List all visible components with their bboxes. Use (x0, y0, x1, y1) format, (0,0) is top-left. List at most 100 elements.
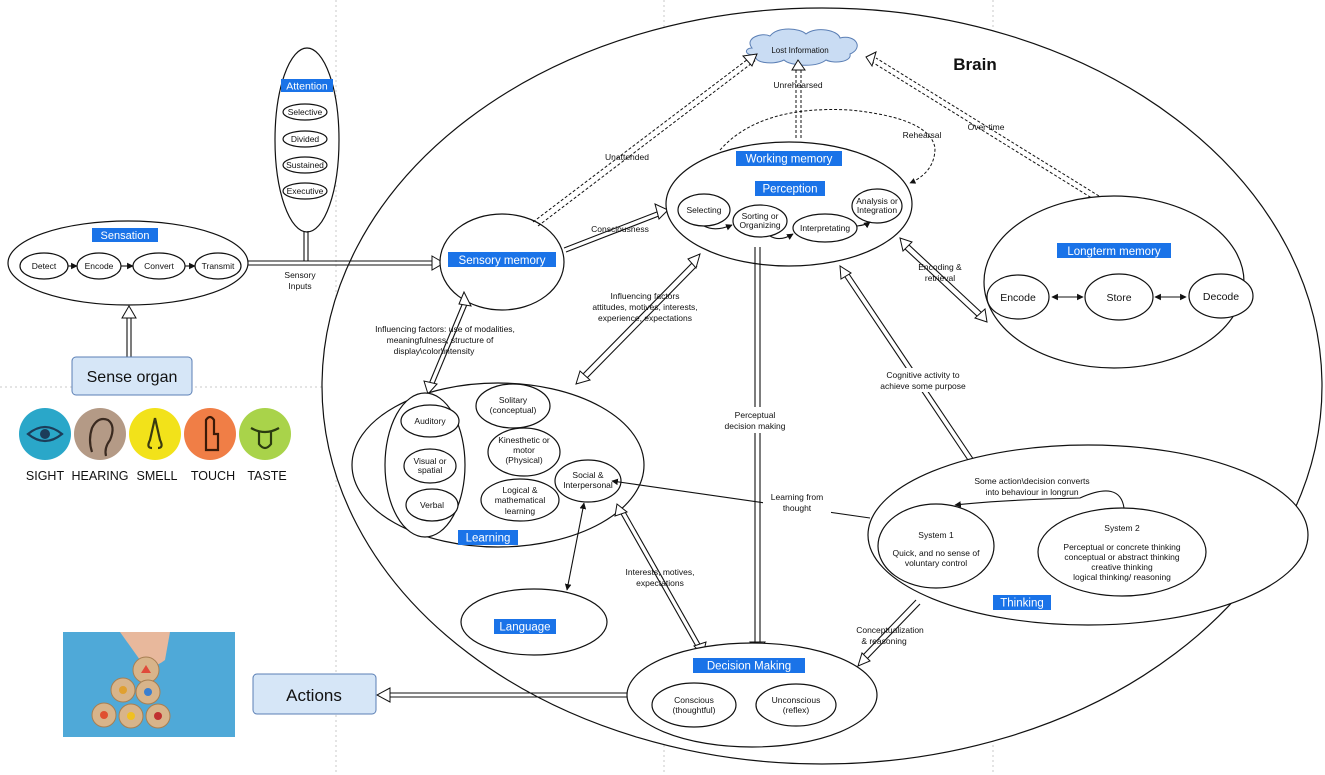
rehearsal-loop (719, 109, 936, 184)
working-learning-arrowhead (575, 370, 592, 385)
thinking-title-bg (993, 595, 1051, 610)
unattended-arrowhead (742, 53, 758, 67)
conceptualization-label: & reasoning (861, 636, 907, 646)
thinking-converts-label: into behaviour in longrun (985, 487, 1078, 497)
logical-node (480, 478, 560, 522)
attention-type-label: Executive (287, 186, 324, 196)
attention-type-label: Sustained (286, 160, 324, 170)
kinesthetic-label: (Physical) (505, 455, 542, 465)
actions-box (252, 673, 377, 715)
mouth-glyph (250, 427, 280, 434)
rehearsal-label: Rehearsal (903, 130, 942, 140)
attention-title-bg (281, 79, 333, 92)
sensory-inputs-label: Inputs (288, 281, 311, 291)
sensation-title: Sensation (101, 230, 150, 242)
logical-label: mathematical (495, 495, 546, 505)
interpretating-node (792, 213, 858, 243)
language-title-bg (494, 619, 556, 634)
system1-desc: Quick, and no sense of (893, 548, 981, 558)
sense-label: TOUCH (191, 469, 235, 483)
solitary-label: Solitary (499, 395, 528, 405)
system1-node (877, 503, 995, 589)
system1-title: System 1 (918, 530, 954, 540)
attention-type-label: Selective (288, 107, 323, 117)
selecting-label: Selecting (687, 205, 722, 215)
learning-from-thought-label: thought (783, 503, 812, 513)
lt-store-label: Store (1106, 292, 1131, 304)
working-memory-title: Working memory (746, 154, 833, 166)
attention-type-label: Divided (291, 134, 320, 144)
token-mark-icon (154, 712, 162, 720)
consciousness-arrow (565, 213, 665, 253)
system2-node (1037, 507, 1207, 597)
working-learning-arrow (582, 261, 694, 375)
working-learning-arrowhead (687, 253, 701, 270)
influencing-factors-1: display\color\intensity (394, 346, 476, 356)
social-label: Social & (572, 470, 604, 480)
influencing-factors-2: attitudes, motives, interests, (592, 302, 697, 312)
attention-selective-node (282, 103, 328, 121)
auditory-node (400, 404, 460, 438)
system2-desc: logical thinking/ reasoning (1073, 572, 1171, 582)
perceptual-decision-label: Perceptual (735, 410, 776, 420)
unconscious-node (755, 683, 837, 727)
system2-desc: conceptual or abstract thinking (1064, 552, 1180, 562)
visual-label: spatial (418, 465, 443, 475)
tongue-glyph (257, 432, 273, 450)
system1-desc: voluntary control (905, 558, 967, 568)
unconscious-label: Unconscious (772, 695, 821, 705)
thinking-converts-label: Some action\decision converts (974, 476, 1089, 486)
sorting-label: Sorting or (742, 211, 779, 221)
encoding-retrieval-arrow (907, 243, 983, 314)
sense-label: TASTE (247, 469, 286, 483)
learning-decision-arrowhead (614, 503, 629, 517)
over-time-path (875, 57, 1100, 197)
lt-decode-label: Decode (1203, 291, 1239, 303)
nose-glyph (147, 417, 163, 450)
up-arrow-icon (141, 665, 151, 673)
actions-photo (63, 632, 235, 737)
thinking-title: Thinking (1000, 598, 1043, 610)
perception-flow-arrow (856, 221, 871, 229)
system2-desc: Perceptual or concrete thinking (1063, 542, 1180, 552)
taste-icon (239, 408, 291, 460)
analysis-label: Analysis or (856, 196, 898, 206)
hand-illustration (120, 632, 170, 666)
lost-information-cloud: Lost Information (746, 28, 858, 66)
sense-label: HEARING (72, 469, 129, 483)
kinesthetic-label: motor (513, 445, 535, 455)
sensation-group: Sensation Detect Encode Convert Transmit (7, 220, 249, 306)
learning-title: Learning (466, 533, 511, 545)
interests-motives-label: expectations (636, 578, 684, 588)
cognitive-activity-label: achieve some purpose (880, 381, 966, 391)
sensation-step-label: Transmit (202, 261, 235, 271)
over-time-label: Over time (968, 122, 1005, 132)
influencing-factors-1: meaningfulness, structure of (387, 335, 494, 345)
solitary-node (475, 383, 551, 429)
sensory-memory-title-bg (448, 252, 556, 267)
cognitive-activity-label: Cognitive activity to (886, 370, 959, 380)
consciousness-arrowhead (654, 203, 669, 220)
social-language-arrow (564, 502, 587, 591)
interpretating-label: Interpretating (800, 223, 850, 233)
smell-icon (129, 408, 181, 460)
eye-glyph (26, 425, 64, 443)
analysis-label: Integration (857, 205, 897, 215)
sense-organ-box (71, 356, 193, 396)
verbal-node (405, 488, 459, 522)
encoding-retrieval-label: Encoding & (918, 262, 962, 272)
token-mark-icon (100, 711, 108, 719)
perception-title-bg (755, 181, 825, 196)
logical-label: Logical & (503, 485, 538, 495)
system2-title: System 2 (1104, 523, 1140, 533)
language-title: Language (499, 622, 550, 634)
brain-title: Brain (953, 55, 996, 74)
encoding-retrieval-label: retrieval (925, 273, 955, 283)
sorting-label: Organizing (739, 220, 780, 230)
sensory-learning-arrowhead (458, 290, 472, 307)
cognitive-activity-label-bg (876, 368, 970, 392)
touch-icon (184, 408, 236, 460)
sense-label: SMELL (137, 469, 178, 483)
conscious-label: (thoughtful) (673, 705, 716, 715)
